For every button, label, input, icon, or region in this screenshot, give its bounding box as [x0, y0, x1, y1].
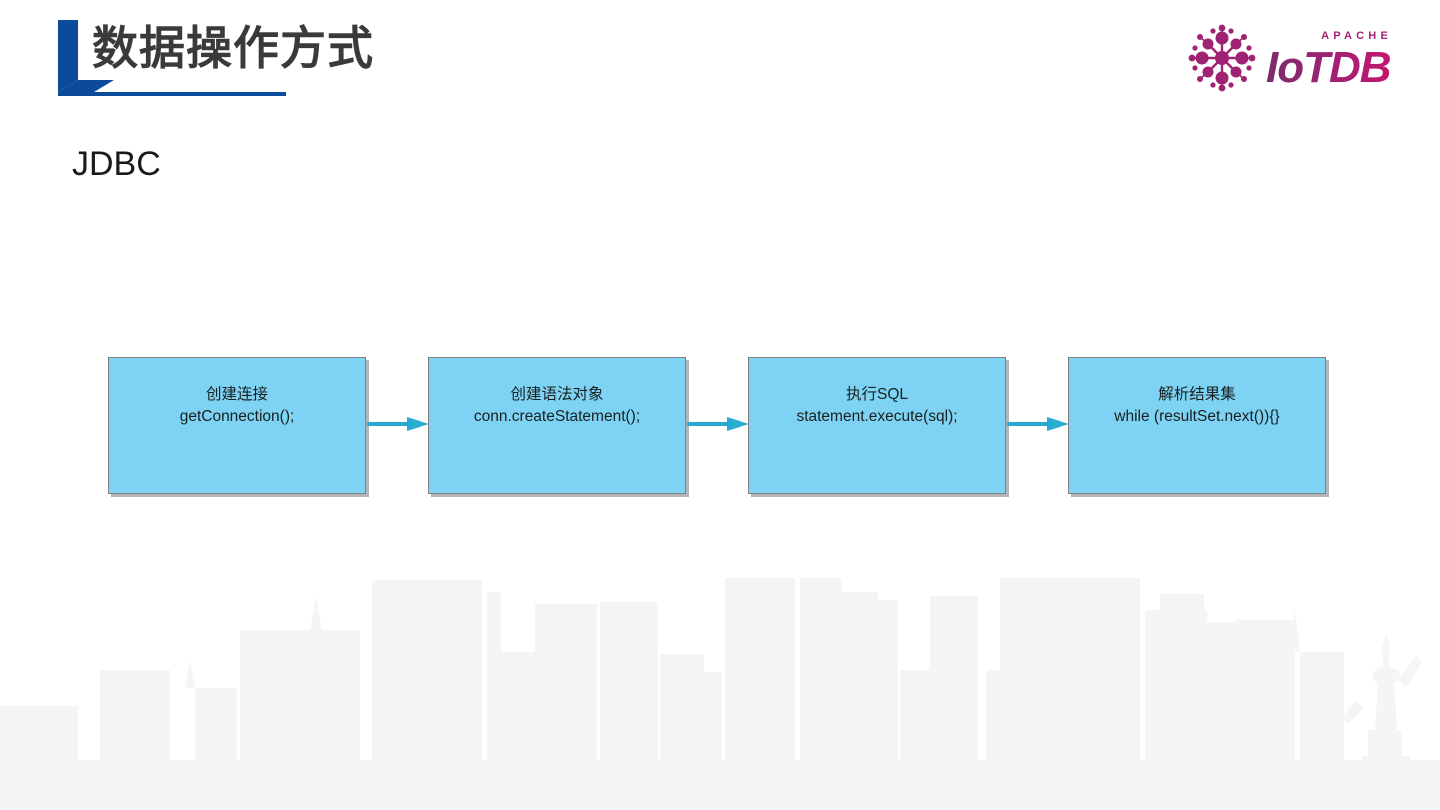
flow-step-label-1: 创建连接	[205, 386, 268, 403]
flow-arrow-3[interactable]	[1007, 416, 1069, 432]
flow-arrow-1[interactable]	[367, 416, 429, 432]
apache-iotdb-logo: APACHE IoTDB	[1180, 22, 1398, 94]
page-title: 数据操作方式	[92, 22, 374, 74]
flow-step-text-2: 创建语法对象 conn.createStatement();	[429, 384, 685, 428]
flow-step-label-2: 创建语法对象	[510, 386, 604, 403]
city-skyline-watermark	[0, 578, 1440, 810]
flow-step-text-3: 执行SQL statement.execute(sql);	[749, 384, 1005, 428]
slide-header: 数据操作方式	[0, 0, 1440, 120]
title-accent-bracket	[58, 20, 286, 96]
flow-step-text-4: 解析结果集 while (resultSet.next()){}	[1069, 384, 1325, 428]
section-subtitle: JDBC	[72, 145, 161, 183]
logo-wordmark-text: IoTDB	[1266, 43, 1391, 92]
flow-step-box-4[interactable]: 解析结果集 while (resultSet.next()){}	[1068, 357, 1326, 494]
flow-step-code-4: while (resultSet.next()){}	[1114, 408, 1280, 425]
flow-step-label-4: 解析结果集	[1158, 386, 1236, 403]
iotdb-burst-icon	[1188, 24, 1256, 92]
flow-step-label-3: 执行SQL	[845, 386, 908, 403]
flow-step-code-3: statement.execute(sql);	[796, 408, 958, 425]
flow-arrow-2[interactable]	[687, 416, 749, 432]
flow-step-box-3[interactable]: 执行SQL statement.execute(sql);	[748, 357, 1006, 494]
flow-step-box-2[interactable]: 创建语法对象 conn.createStatement();	[428, 357, 686, 494]
logo-apache-text: APACHE	[1321, 30, 1392, 42]
flow-step-code-2: conn.createStatement();	[473, 408, 641, 425]
flow-step-text-1: 创建连接 getConnection();	[109, 384, 365, 428]
flow-step-code-1: getConnection();	[179, 408, 295, 425]
flow-step-box-1[interactable]: 创建连接 getConnection();	[108, 357, 366, 494]
